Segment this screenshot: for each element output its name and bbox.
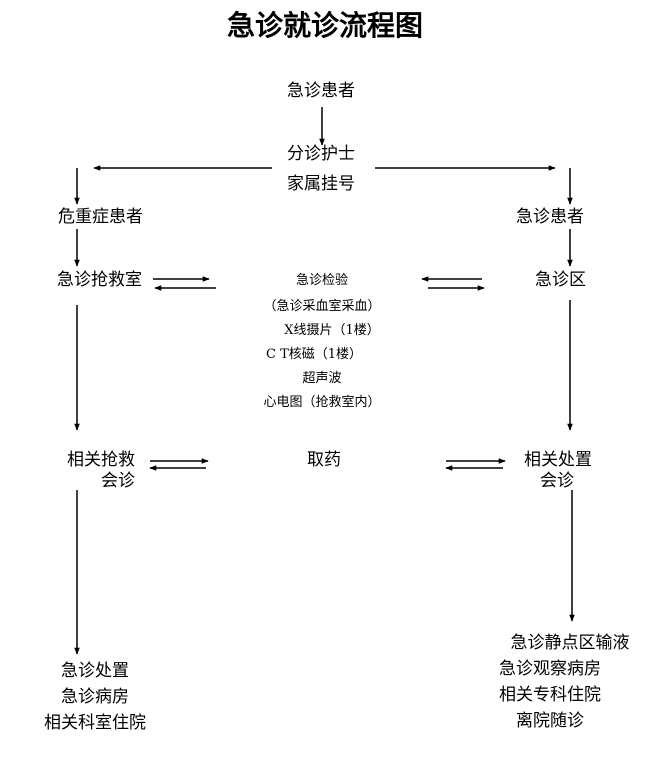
exam-item: 超声波 bbox=[302, 371, 342, 386]
outcome-left: 急诊处置 bbox=[61, 661, 129, 681]
outcome-right: 急诊静点区输液 bbox=[510, 633, 630, 653]
outcome-left: 急诊病房 bbox=[61, 687, 129, 707]
outcome-right: 急诊观察病房 bbox=[499, 659, 601, 679]
node-emergency-area: 急诊区 bbox=[535, 270, 586, 290]
exam-item: X线摄片（1楼） bbox=[284, 323, 380, 338]
outcome-left: 相关科室住院 bbox=[44, 713, 146, 733]
outcome-right: 离院随诊 bbox=[516, 711, 584, 731]
node-treatment-consult-2: 会诊 bbox=[540, 471, 574, 491]
node-triage-nurse: 分诊护士 bbox=[287, 144, 355, 164]
node-emergency-patient-top: 急诊患者 bbox=[287, 81, 355, 101]
exam-item: （急诊采血室采血） bbox=[263, 299, 381, 314]
exam-item: 心电图（抢救室内） bbox=[263, 395, 381, 410]
node-treatment-consult: 相关处置 bbox=[524, 450, 592, 470]
exam-item: 急诊检验 bbox=[295, 273, 348, 288]
node-take-medicine: 取药 bbox=[307, 450, 341, 470]
node-critical-patient: 危重症患者 bbox=[58, 207, 143, 227]
page-title: 急诊就诊流程图 bbox=[226, 9, 423, 42]
exam-item: C T核磁（1楼） bbox=[265, 347, 363, 362]
node-family-registration: 家属挂号 bbox=[287, 174, 355, 194]
node-rescue-room: 急诊抢救室 bbox=[57, 270, 142, 290]
outcome-right: 相关专科住院 bbox=[499, 685, 601, 705]
node-rescue-consult-2: 会诊 bbox=[101, 471, 135, 491]
node-emergency-patient: 急诊患者 bbox=[516, 207, 584, 227]
node-rescue-consult: 相关抢救 bbox=[67, 450, 135, 470]
